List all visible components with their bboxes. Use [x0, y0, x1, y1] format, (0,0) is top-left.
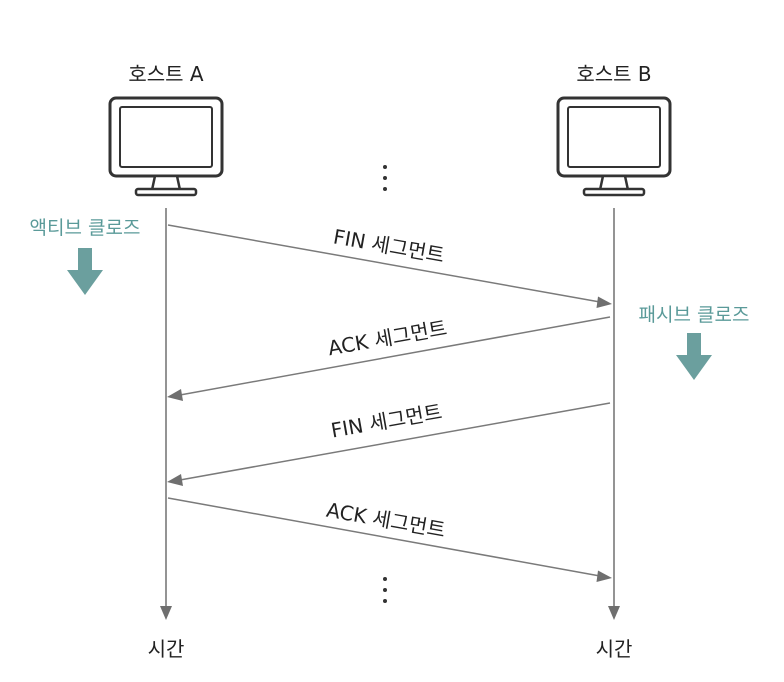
segment-arrow-ack-2 [167, 497, 612, 582]
timeline-host-b [608, 208, 620, 620]
ellipsis-bottom [383, 577, 387, 610]
monitor-icon-host-a [108, 96, 224, 197]
segment-arrow-fin-1 [167, 224, 612, 308]
time-label-host-a: 시간 [147, 637, 185, 661]
time-label-host-b: 시간 [595, 637, 633, 661]
timeline-host-a [160, 208, 172, 620]
active-close-label: 액티브 클로즈 [29, 217, 141, 239]
monitor-icon-host-b [556, 96, 672, 197]
active-close-arrow-icon [67, 248, 103, 295]
host-b-label: 호스트 B [576, 62, 652, 86]
host-a-label: 호스트 A [128, 62, 204, 86]
segment-arrow-ack-1 [167, 316, 611, 401]
passive-close-arrow-icon [676, 333, 712, 380]
ellipsis-top [383, 165, 387, 198]
passive-close-label: 패시브 클로즈 [638, 304, 750, 326]
segment-arrow-fin-2 [167, 402, 611, 486]
